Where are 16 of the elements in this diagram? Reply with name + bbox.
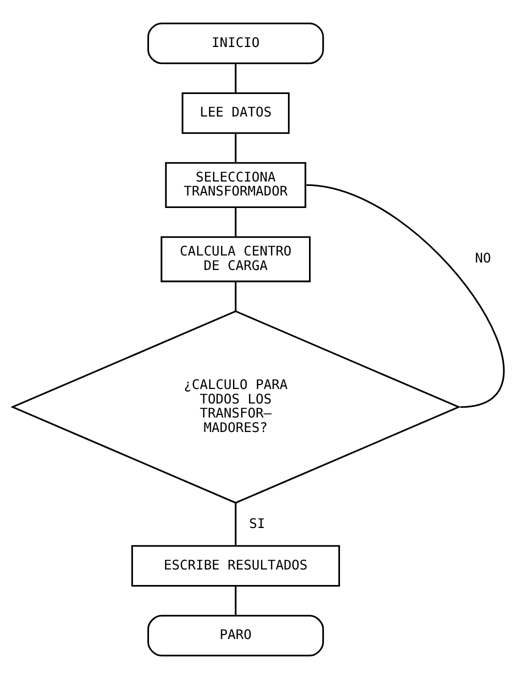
connector bbox=[234, 64, 236, 93]
edge-label: NO bbox=[474, 252, 491, 267]
node-box: ESCRIBE RESULTADOS bbox=[131, 545, 340, 587]
node-box: PARO bbox=[147, 614, 324, 656]
connector bbox=[234, 502, 236, 546]
connector bbox=[234, 207, 236, 237]
node-box: CALCULA CENTRO DE CARGA bbox=[160, 236, 311, 282]
node-box: SELECCIONA TRANSFORMADOR bbox=[165, 162, 306, 208]
connector bbox=[234, 133, 236, 162]
connector bbox=[234, 586, 236, 616]
connector bbox=[234, 282, 236, 312]
node-box: LEE DATOS bbox=[182, 92, 290, 134]
edge-label: SI bbox=[249, 516, 266, 532]
connector bbox=[306, 184, 505, 408]
node-box: INICIO bbox=[147, 22, 324, 64]
node-diamond: ¿CALCULO PARA TODOS LOS TRANSFOR— MADORES? bbox=[10, 310, 461, 504]
